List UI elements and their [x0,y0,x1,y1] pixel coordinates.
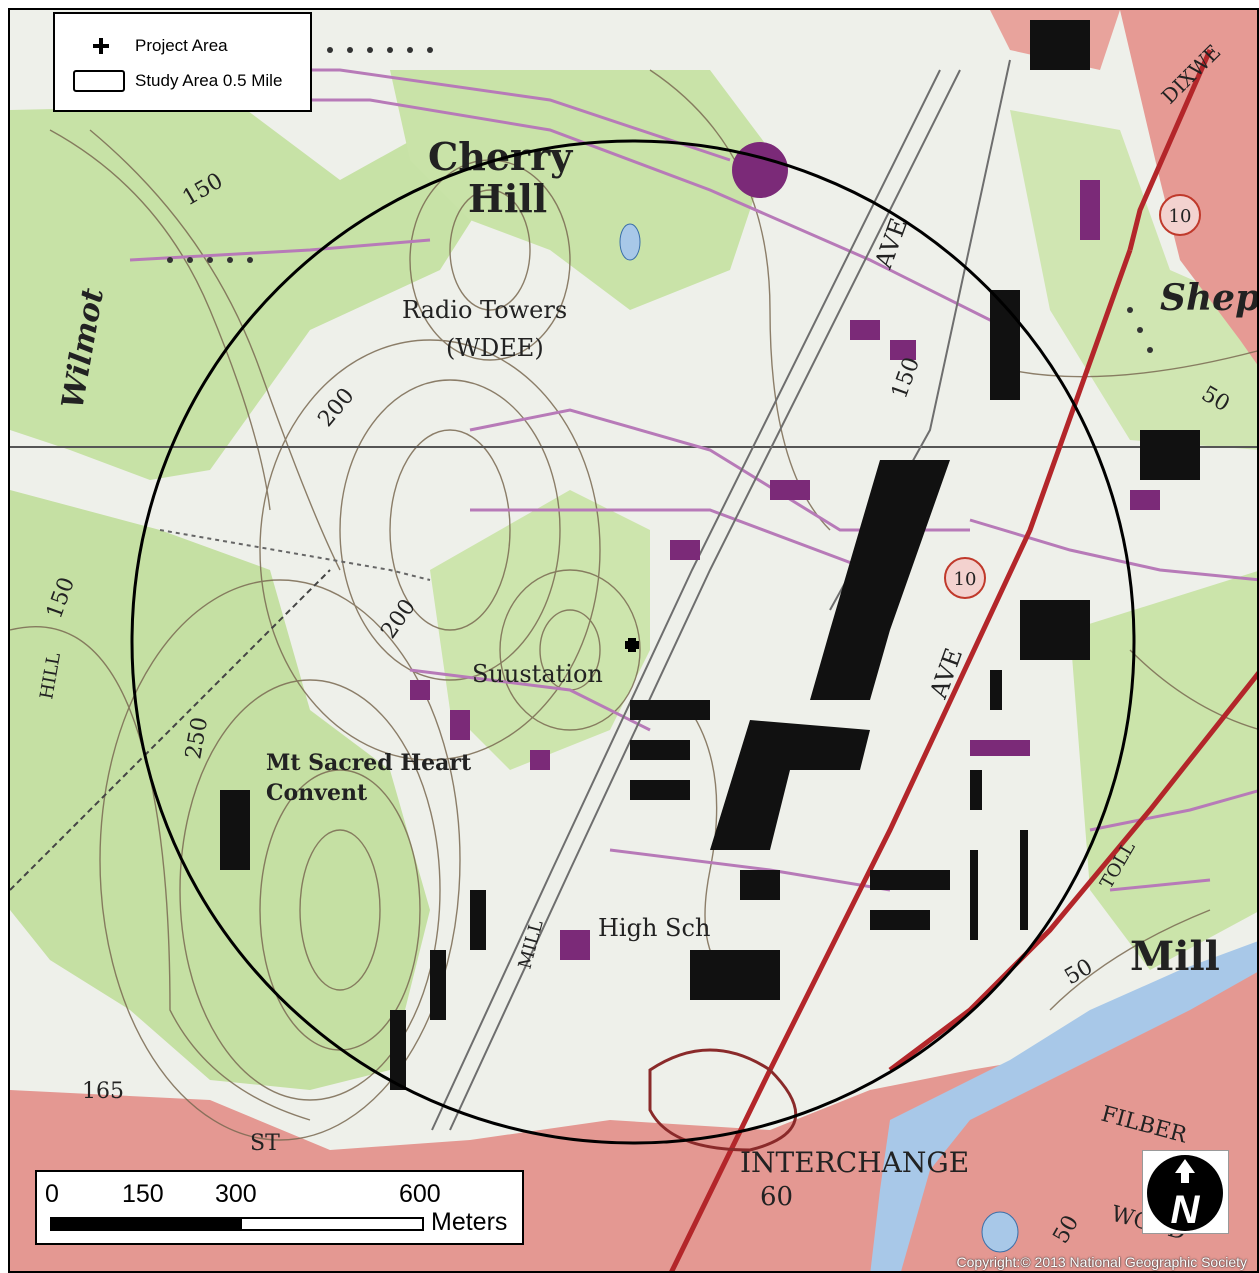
forest-area-cherry-hill [390,70,770,310]
railroad [10,569,331,891]
forest-area-central [430,490,650,770]
forest-area-northwest [10,105,510,480]
route-shield-10b: 10 [944,557,986,599]
legend-row-study-area: Study Area 0.5 Mile [55,70,282,92]
water-pond-south [981,1211,1019,1253]
label-st: ST [250,1131,280,1156]
purple-buildings [410,142,1160,960]
label-convent-1: Mt Sacred Heart [266,750,472,776]
legend-row-project-area: Project Area [55,36,228,56]
copyright-notice: Copyright:© 2013 National Geographic Soc… [956,1254,1247,1270]
map-canvas: 10 10 Cherry Hill Radio Towers (WDEE) Su… [10,10,1259,1271]
scale-bar-filled-segment [50,1217,240,1231]
label-interchange-no: 60 [760,1182,793,1212]
label-cherry: Cherry [428,134,573,179]
rectangle-icon [73,70,125,92]
label-wdee: (WDEE) [446,334,544,362]
label-shep: Shep [1160,277,1259,319]
route-10a-label: 10 [1169,206,1192,227]
interchange-loop [648,1048,798,1152]
water-river [870,941,1257,1271]
scale-bar-empty-segment [240,1217,424,1231]
scale-bar: 0 150 300 600 Meters [35,1170,524,1245]
route-10b-label: 10 [954,569,977,590]
label-mill: Mill [1130,933,1220,980]
label-substation: Suustation [472,660,603,688]
north-arrow-icon: N [1147,1155,1223,1232]
cross-icon [93,38,109,54]
forest-area-east [1070,571,1257,970]
map-legend: Project Area Study Area 0.5 Mile [53,12,312,112]
topographic-map[interactable]: 10 10 Cherry Hill Radio Towers (WDEE) Su… [8,8,1259,1273]
contour-label-165: 165 [82,1079,124,1104]
scale-tick-600: 600 [399,1180,441,1208]
legend-project-area-label: Project Area [135,36,228,55]
purple-roads [129,68,1257,892]
highway [669,48,1257,1271]
scale-unit-label: Meters [431,1208,508,1236]
industrial-buildings [220,20,1200,1090]
label-convent-2: Convent [266,780,368,806]
label-radio-towers: Radio Towers [402,296,567,324]
water-pond-north [619,223,641,261]
urban-area-northeast [1120,10,1257,365]
north-letter: N [1171,1188,1201,1232]
power-line [159,529,431,581]
scale-tick-0: 0 [45,1180,59,1208]
scale-tick-300: 300 [215,1180,257,1208]
route-shield-10a: 10 [1159,194,1201,236]
legend-study-area-label: Study Area 0.5 Mile [135,71,283,90]
label-high-sch: High Sch [598,914,710,942]
label-interchange: INTERCHANGE [740,1146,969,1179]
north-arrow: N [1142,1150,1229,1234]
project-area-marker [625,638,639,652]
study-area-circle [130,139,1136,1145]
residential-dots [167,47,1153,353]
contour-lines [10,69,1257,1141]
label-hill: Hill [468,176,547,221]
scale-tick-150: 150 [122,1180,164,1208]
